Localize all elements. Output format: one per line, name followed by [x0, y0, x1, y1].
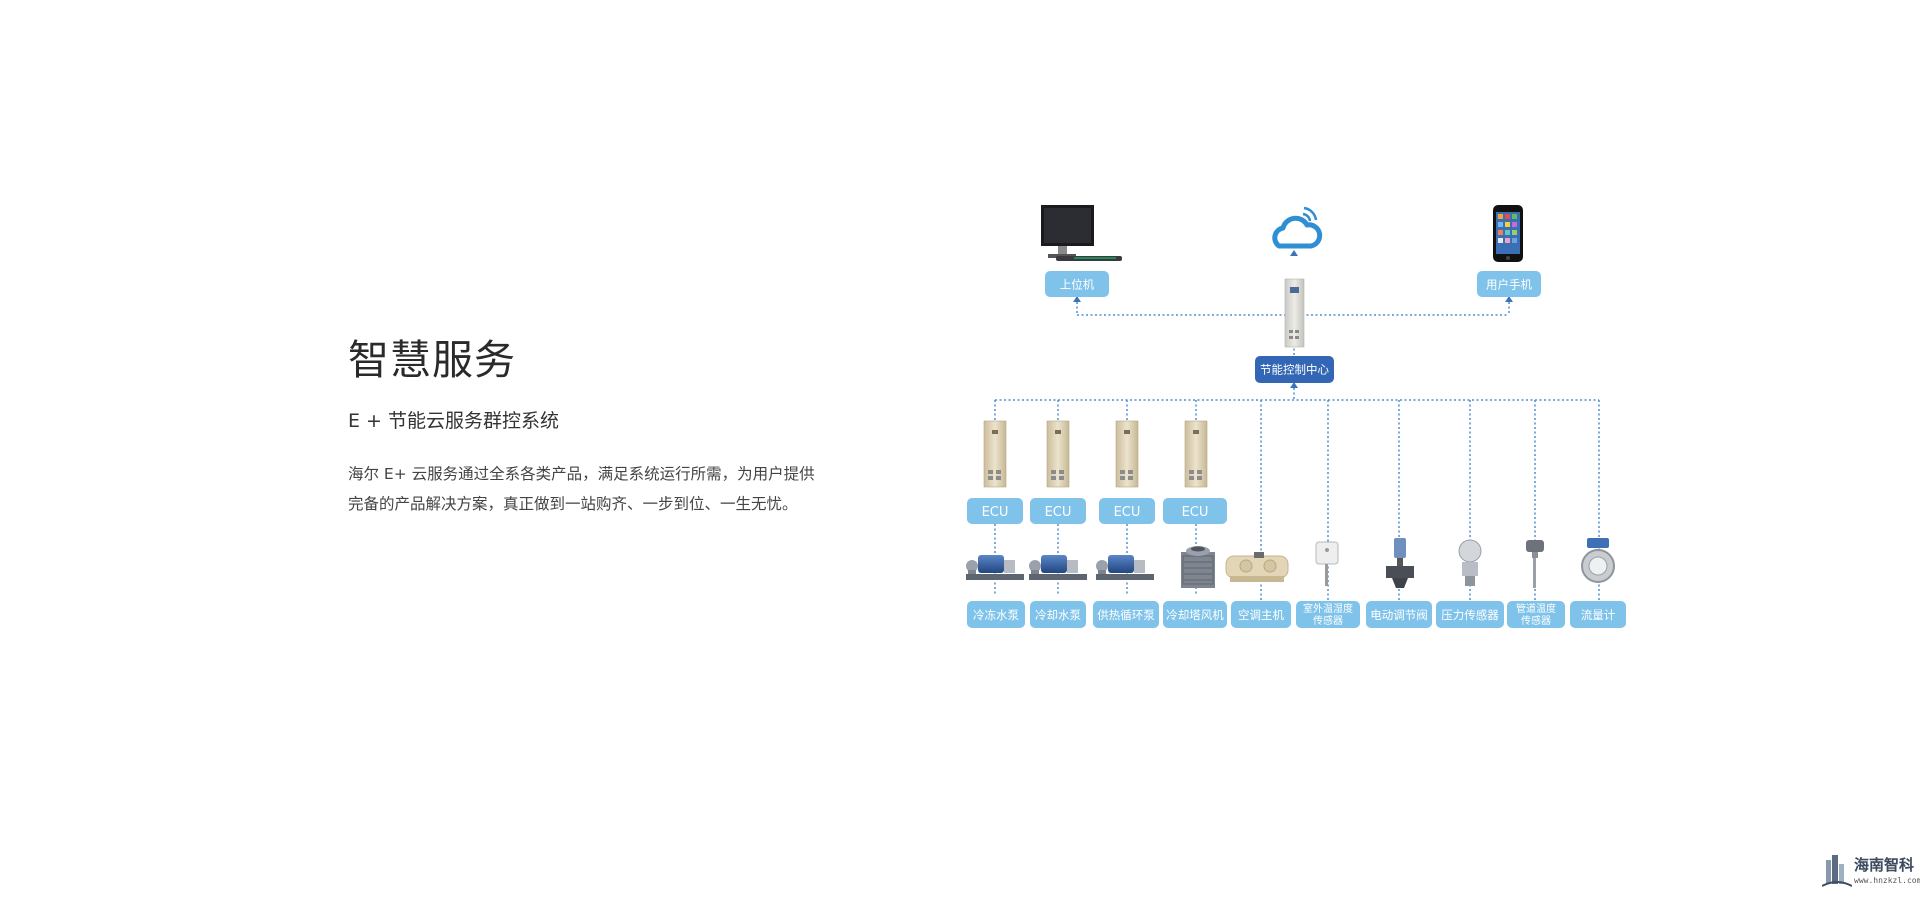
svg-text:传感器: 传感器	[1521, 614, 1551, 627]
valve-icon	[1386, 538, 1414, 588]
page-title: 智慧服务	[348, 336, 516, 384]
svg-text:ECU: ECU	[1182, 505, 1209, 520]
svg-text:流量计: 流量计	[1581, 608, 1616, 622]
svg-text:节能控制中心: 节能控制中心	[1260, 363, 1329, 377]
logo-name: 海南智科	[1854, 856, 1915, 874]
device-label: 冷却塔风机	[1163, 601, 1227, 628]
logo-url: www.hnzkzl.com	[1854, 876, 1920, 885]
phone-icon	[1493, 205, 1523, 262]
page-subtitle: E + 节能云服务群控系统	[348, 410, 560, 432]
cloud-icon	[1272, 206, 1323, 249]
control-center-label: 节能控制中心	[1255, 356, 1334, 383]
ecu-cabinet-icon	[1046, 420, 1070, 488]
svg-text:冷却塔风机: 冷却塔风机	[1166, 608, 1224, 622]
svg-text:ECU: ECU	[1114, 505, 1141, 520]
svg-text:冷冻水泵: 冷冻水泵	[973, 608, 1019, 622]
device-label: 冷冻水泵	[967, 601, 1025, 628]
ecu-cabinet-icon	[1115, 420, 1139, 488]
control-cabinet-icon	[1284, 278, 1305, 348]
flowmeter-icon	[1581, 538, 1615, 583]
svg-text:室外温湿度: 室外温湿度	[1303, 602, 1353, 615]
temperature-sensor-icon	[1526, 540, 1544, 588]
building-logo-icon	[1822, 855, 1852, 887]
pump-icon	[1029, 555, 1087, 580]
intro-description: 海尔 E+ 云服务通过全系各类产品，满足系统运行所需，为用户提供完备的产品解决方…	[348, 465, 815, 513]
device-label: 流量计	[1570, 601, 1626, 628]
device-label: 压力传感器	[1436, 601, 1504, 628]
cooling-tower-icon	[1181, 546, 1215, 588]
svg-text:供热循环泵: 供热循环泵	[1097, 608, 1155, 622]
ecu-cabinet-icon	[983, 420, 1007, 488]
svg-text:用户手机: 用户手机	[1486, 278, 1532, 292]
computer-icon	[1041, 205, 1122, 261]
ecu-cabinet-icon	[1184, 420, 1208, 488]
svg-text:传感器: 传感器	[1313, 614, 1343, 627]
pc-label: 上位机	[1045, 271, 1109, 297]
device-label: 冷却水泵	[1030, 601, 1086, 628]
phone-label: 用户手机	[1477, 271, 1541, 297]
device-label: 电动调节阀	[1366, 601, 1432, 628]
ecu-label: ECU	[1030, 498, 1086, 524]
device-label: 空调主机	[1231, 601, 1291, 628]
ecu-labels: ECU ECU ECU ECU	[967, 498, 1227, 524]
pump-icon	[1096, 555, 1154, 580]
humidity-sensor-icon	[1315, 541, 1339, 586]
svg-text:压力传感器: 压力传感器	[1441, 608, 1499, 622]
svg-text:冷却水泵: 冷却水泵	[1035, 608, 1081, 622]
svg-text:上位机: 上位机	[1060, 278, 1095, 292]
company-logo: 海南智科 www.hnzkzl.com	[1820, 852, 1920, 894]
connector-arrows	[1073, 250, 1513, 388]
pump-icon	[966, 555, 1024, 580]
svg-text:管道温度: 管道温度	[1516, 602, 1556, 615]
chiller-icon	[1225, 552, 1289, 582]
pressure-sensor-icon	[1458, 539, 1482, 586]
ecu-label: ECU	[1163, 498, 1227, 524]
device-icons	[966, 538, 1615, 588]
svg-text:电动调节阀: 电动调节阀	[1370, 608, 1428, 622]
intro-section: 智慧服务 E + 节能云服务群控系统 海尔 E+ 云服务通过全系各类产品，满足系…	[348, 326, 828, 519]
ecu-label: ECU	[967, 498, 1023, 524]
ecu-label: ECU	[1099, 498, 1155, 524]
device-label: 供热循环泵	[1093, 601, 1159, 628]
ecu-cabinets	[983, 420, 1208, 488]
svg-text:空调主机: 空调主机	[1238, 608, 1284, 622]
svg-text:ECU: ECU	[982, 505, 1009, 520]
svg-text:ECU: ECU	[1045, 505, 1072, 520]
